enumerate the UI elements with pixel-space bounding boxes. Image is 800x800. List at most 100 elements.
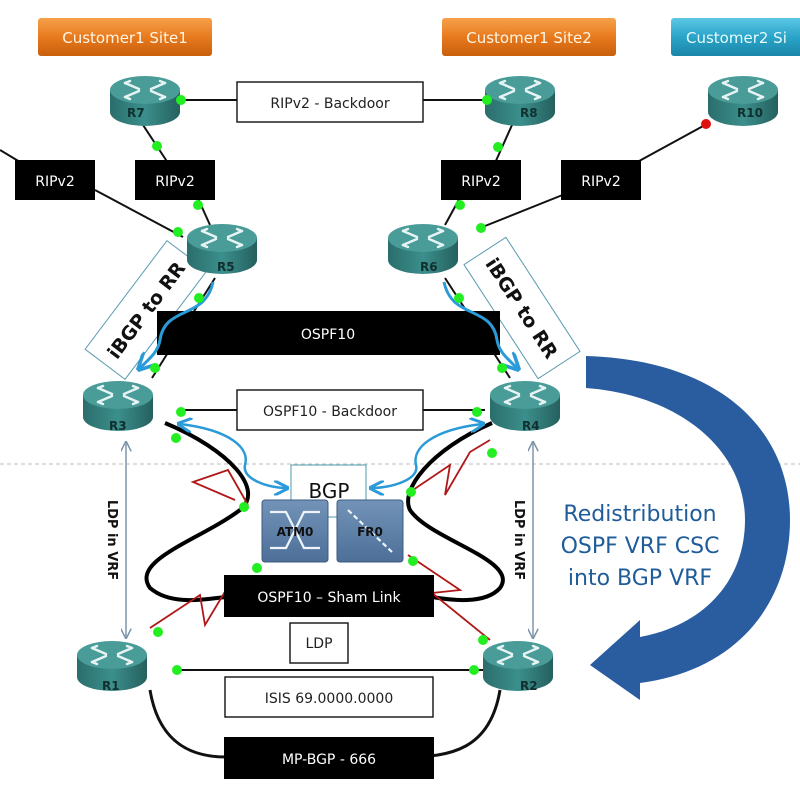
interface-up-dot: [482, 95, 492, 105]
interface-up-dots: [150, 95, 507, 675]
site-label-text: Customer1 Site1: [62, 29, 188, 47]
ospf-backdoor-box: OSPF10 - Backdoor: [236, 389, 424, 431]
rip-backdoor-box: RIPv2 - Backdoor: [236, 81, 424, 123]
rip-box-right-inner: RIPv2: [441, 160, 521, 200]
atm-switch-icon: [270, 510, 320, 550]
ospf-backdoor-label: OSPF10 - Backdoor: [263, 404, 397, 420]
router-label: R6: [420, 260, 438, 274]
rip-box-left-inner: RIPv2: [135, 160, 215, 200]
interface-up-dot: [239, 502, 249, 512]
redistribution-line3: into BGP VRF: [568, 566, 712, 591]
router-r8[interactable]: R8: [483, 74, 557, 128]
router-label: R1: [102, 679, 120, 693]
interface-up-dot: [176, 95, 186, 105]
router-r3[interactable]: R3: [81, 379, 155, 433]
link-rip-r6-outer: [479, 193, 566, 229]
router-label: R10: [737, 106, 763, 120]
interface-up-dot: [455, 200, 465, 210]
router-label: R5: [217, 260, 235, 274]
interface-up-dot: [153, 627, 163, 637]
link-r8-rip: [494, 124, 513, 164]
interface-up-dot: [194, 293, 204, 303]
ldp-vrf-right-label: LDP in VRF: [511, 500, 526, 580]
interface-up-dot: [406, 487, 416, 497]
mpbgp-label: MP-BGP - 666: [282, 752, 376, 768]
interface-down-dot: [701, 119, 711, 129]
router-r6[interactable]: R6: [386, 222, 460, 276]
interface-up-dot: [150, 363, 160, 373]
link-r1-mpbgp: [148, 689, 227, 759]
router-r2[interactable]: R2: [481, 639, 555, 693]
router-icon: [481, 639, 555, 693]
rip-box-right-outer: RIPv2: [561, 160, 641, 200]
link-rip-r5-outer: [94, 189, 184, 238]
fr-switch-label: FR0: [357, 525, 383, 539]
sham-link-box: OSPF10 – Sham Link: [224, 575, 434, 617]
ibgp-arrow-right: [442, 281, 517, 368]
rip-box-left-outer: RIPv2: [15, 160, 95, 200]
interface-up-dot: [478, 635, 488, 645]
ldp-box: LDP: [289, 622, 349, 664]
sham-link-label: OSPF10 – Sham Link: [257, 590, 401, 606]
interface-up-dot: [173, 227, 183, 237]
interface-up-dot: [408, 556, 418, 566]
interface-up-dot: [252, 563, 262, 573]
interface-up-dot: [493, 142, 503, 152]
ldp-label: LDP: [305, 636, 332, 652]
interface-up-dot: [487, 448, 497, 458]
router-label: R4: [522, 419, 540, 433]
interface-up-dot: [171, 433, 181, 443]
rip-label: RIPv2: [581, 174, 621, 190]
rip-backdoor-label: RIPv2 - Backdoor: [270, 96, 389, 112]
link-r10-rip: [629, 124, 706, 167]
fr-switch[interactable]: FR0: [336, 499, 404, 563]
router-label: R3: [109, 419, 127, 433]
redistribution-line2: OSPF VRF CSC: [561, 534, 720, 559]
site-label-customer1-site1: Customer1 Site1: [38, 18, 212, 56]
isis-box: ISIS 69.0000.0000: [224, 676, 434, 718]
router-r4[interactable]: R4: [488, 379, 562, 433]
router-r1[interactable]: R1: [75, 639, 149, 693]
router-label: R2: [520, 679, 538, 693]
redistribution-arrow-icon: [586, 356, 790, 700]
router-label: R7: [127, 106, 145, 120]
interface-up-dot: [172, 665, 182, 675]
ibgp-arrow-left: [140, 281, 215, 368]
site-label-text: Customer2 Si: [686, 29, 787, 47]
router-r10[interactable]: R10: [706, 74, 780, 128]
router-r7[interactable]: R7: [108, 74, 182, 128]
serial-link-r1-sham: [149, 589, 227, 629]
router-icon: [108, 74, 182, 128]
router-label: R8: [520, 106, 538, 120]
bgp-arrow-left: [180, 424, 286, 488]
interface-up-dot: [193, 200, 203, 210]
atm-switch[interactable]: ATM0: [261, 499, 329, 563]
bgp-arrow-right: [372, 424, 482, 488]
fr-switch-icon: [347, 509, 393, 553]
ospf10-label: OSPF10: [301, 327, 355, 343]
rip-label: RIPv2: [155, 174, 195, 190]
ibgp-rr-left: iBGP to RR: [84, 239, 208, 381]
interface-up-dot: [454, 293, 464, 303]
site-label-customer2: Customer2 Si: [671, 18, 800, 56]
interface-up-dot: [497, 363, 507, 373]
interface-up-dot: [176, 407, 186, 417]
isis-label: ISIS 69.0000.0000: [265, 691, 393, 707]
atm-switch-label: ATM0: [277, 525, 314, 539]
interface-up-dot: [152, 141, 162, 151]
ospf10-box: OSPF10: [157, 311, 500, 355]
ldp-vrf-left-label: LDP in VRF: [104, 500, 119, 580]
interface-up-dot: [472, 407, 482, 417]
interface-up-dot: [469, 665, 479, 675]
redistribution-line1: Redistribution: [563, 502, 716, 527]
redistribution-text: Redistribution OSPF VRF CSC into BGP VRF: [561, 502, 720, 591]
serial-link-fr-r2: [407, 554, 491, 641]
bgp-label: BGP: [309, 479, 350, 503]
router-r5[interactable]: R5: [185, 222, 259, 276]
site-label-customer1-site2: Customer1 Site2: [442, 18, 616, 56]
site-label-text: Customer1 Site2: [466, 29, 592, 47]
rip-label: RIPv2: [461, 174, 501, 190]
ibgp-rr-right: iBGP to RR: [463, 236, 581, 380]
mpbgp-box: MP-BGP - 666: [224, 737, 434, 779]
rip-label: RIPv2: [35, 174, 75, 190]
